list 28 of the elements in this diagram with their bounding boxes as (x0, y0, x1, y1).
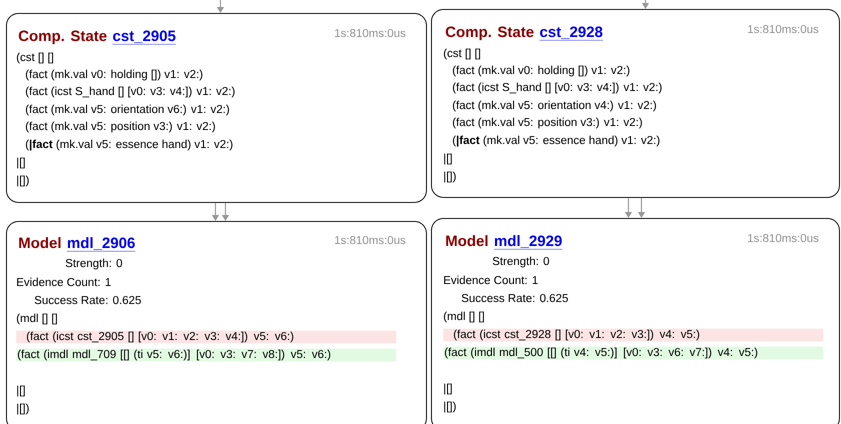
metric-line: Strength: 0 (492, 256, 550, 268)
metric-line: Evidence Count: 1 (17, 278, 111, 286)
code-line: |[]) (444, 402, 456, 412)
code-line: (|fact (mk.val v5: essence hand) v1: v2:) (26, 140, 232, 151)
code-line: |[]) (17, 176, 29, 186)
code-line: (fact (icst S_hand [] [v0: v3: v4:]) v1: v2:) (452, 82, 662, 94)
code-line: (cst [] [] (444, 48, 480, 60)
code-line: |[] (17, 386, 25, 396)
code-line: |[] (17, 158, 25, 168)
code-line: (mdl [] [] (444, 312, 484, 322)
metric-line: Success Rate: 0.625 (462, 294, 568, 302)
code-line: (fact (mk.val v0: holding []) v1: v2:) (452, 66, 630, 76)
code-line: (fact (mk.val v5: orientation v4:) v1: v2:) (452, 100, 656, 112)
metric-line: Strength: 0 (66, 258, 122, 270)
code-line: (|fact (mk.val v5: essence hand) v1: v2:) (452, 136, 660, 147)
code-line: (fact (mk.val v5: position v3:) v1: v2:) (26, 122, 215, 132)
code-line: (cst [] [] (16, 52, 54, 64)
metric-line: Evidence Count: 1 (444, 276, 538, 284)
code-line: (fact (mk.val v5: position v3:) v1: v2:) (452, 118, 642, 128)
code-line: |[]) (17, 404, 29, 414)
code-line: (fact (mk.val v5: orientation v6:) v1: v2:) (26, 104, 229, 116)
code-line: |[]) (444, 172, 456, 182)
code-line: |[] (444, 154, 452, 164)
code-line: |[] (444, 384, 452, 394)
code-line: (fact (mk.val v0: holding []) v1: v2:) (26, 70, 202, 80)
metric-line: Success Rate: 0.625 (34, 296, 141, 304)
code-line: (mdl [] [] (16, 314, 57, 324)
code-line: (fact (icst S_hand [] [v0: v3: v4:]) v1: v2:) (26, 86, 235, 98)
